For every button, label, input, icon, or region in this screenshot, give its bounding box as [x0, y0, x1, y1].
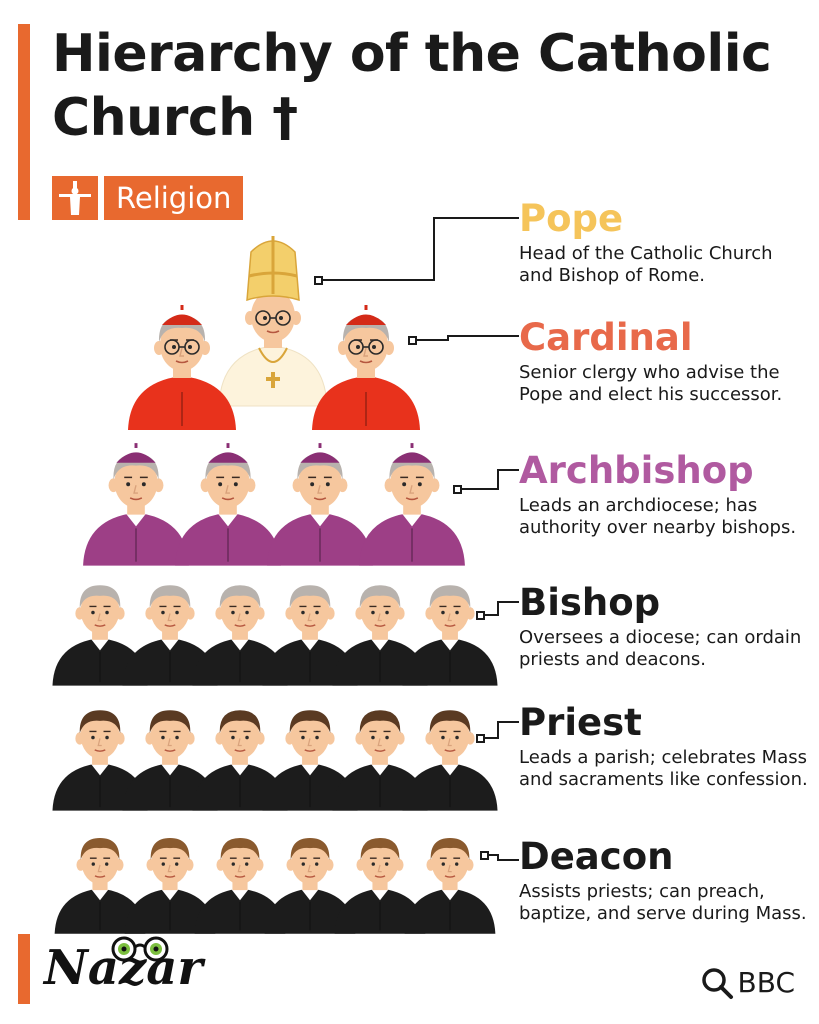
rank-archbishop: Archbishop Leads an archdiocese; has aut… — [519, 449, 809, 539]
bishop-figure — [192, 585, 288, 686]
archbishop-figure — [359, 443, 465, 566]
category-label: Religion — [104, 176, 244, 220]
bishop-figure — [332, 585, 428, 686]
deacon-figure — [264, 838, 356, 934]
rank-priest: Priest Leads a parish; celebrates Mass a… — [519, 701, 809, 791]
rank-description-bishop: Oversees a diocese; can ordain priests a… — [519, 627, 802, 670]
glasses-icon — [111, 936, 169, 962]
cardinal-figure — [312, 305, 420, 430]
priest-figure — [262, 710, 358, 811]
priest-figure — [52, 710, 148, 811]
archbishop-figure — [175, 443, 281, 566]
connector-line-cardinal — [416, 335, 519, 341]
bishop-figure — [262, 585, 358, 686]
connector-node-deacon — [480, 851, 489, 860]
deacon-figure — [334, 838, 426, 934]
rank-bishop: Bishop Oversees a diocese; can ordain pr… — [519, 581, 809, 671]
rank-name-priest: Priest — [519, 701, 642, 744]
bishop-figure — [52, 585, 148, 686]
source-credit: BBC — [700, 966, 795, 1000]
connector-line-deacon — [488, 854, 519, 861]
rank-pope: Pope Head of the Catholic Church and Bis… — [519, 197, 809, 287]
connector-line-pope — [322, 217, 519, 281]
cross-statue-icon — [52, 176, 98, 220]
connector-line-bishop — [484, 601, 519, 616]
deacon-figure — [54, 838, 146, 934]
rank-name-archbishop: Archbishop — [519, 449, 754, 492]
search-icon — [701, 968, 733, 999]
connector-node-cardinal — [408, 336, 417, 345]
footer-accent-bar — [18, 934, 30, 1004]
rank-description-deacon: Assists priests; can preach, baptize, an… — [519, 881, 807, 924]
connector-line-archbishop — [461, 469, 519, 490]
rank-name-deacon: Deacon — [519, 835, 674, 878]
source-label: BBC — [737, 966, 795, 999]
rank-name-cardinal: Cardinal — [519, 316, 693, 359]
title-accent-bar — [18, 24, 30, 220]
deacon-figure — [404, 838, 496, 934]
connector-node-priest — [476, 734, 485, 743]
connector-node-pope — [314, 276, 323, 285]
page-title: Hierarchy of the Catholic Church † — [52, 24, 772, 148]
rank-name-bishop: Bishop — [519, 581, 661, 624]
deacon-figure — [194, 838, 286, 934]
pope-figure — [218, 236, 328, 407]
deacon-figure — [124, 838, 216, 934]
rank-description-cardinal: Senior clergy who advise the Pope and el… — [519, 362, 783, 405]
connector-node-bishop — [476, 611, 485, 620]
priest-figure — [122, 710, 218, 811]
bishop-figure — [402, 585, 498, 686]
rank-deacon: Deacon Assists priests; can preach, bapt… — [519, 835, 809, 925]
rank-description-priest: Leads a parish; celebrates Mass and sacr… — [519, 747, 808, 790]
rank-cardinal: Cardinal Senior clergy who advise the Po… — [519, 316, 809, 406]
cardinal-figure — [128, 305, 236, 430]
connector-line-priest — [484, 721, 519, 739]
category-badge: Religion — [52, 176, 244, 220]
rank-description-archbishop: Leads an archdiocese; has authority over… — [519, 495, 797, 538]
connector-node-archbishop — [453, 485, 462, 494]
archbishop-figure — [267, 443, 373, 566]
priest-figure — [192, 710, 288, 811]
rank-description-pope: Head of the Catholic Church and Bishop o… — [519, 243, 773, 286]
priest-figure — [332, 710, 428, 811]
archbishop-figure — [83, 443, 189, 566]
rank-name-pope: Pope — [519, 197, 624, 240]
bishop-figure — [122, 585, 218, 686]
priest-figure — [402, 710, 498, 811]
